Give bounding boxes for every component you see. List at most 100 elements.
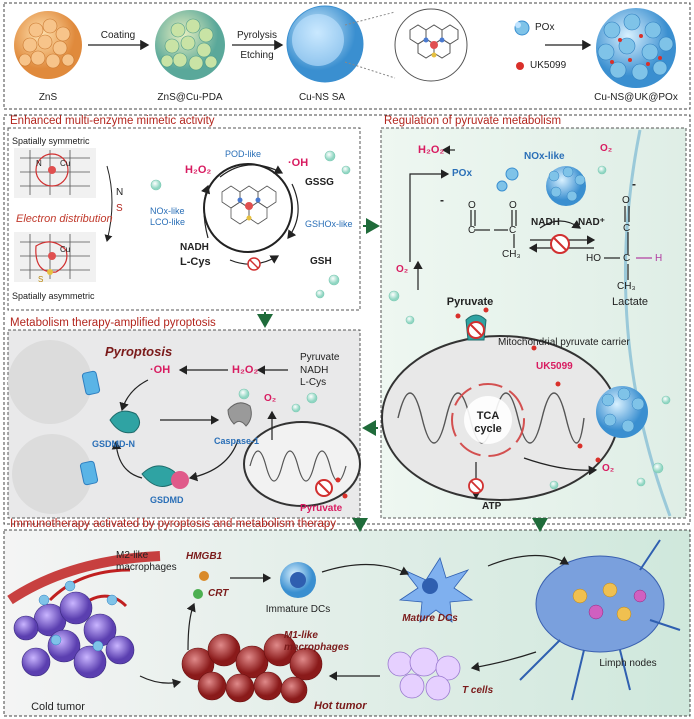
zoom-circle xyxy=(344,8,468,82)
label-lcys: L-Cys xyxy=(180,256,211,268)
title-pyroptosis: Metabolism therapy-amplified pyroptosis xyxy=(10,317,216,329)
cell-top xyxy=(8,340,92,424)
title-pyruvate: Regulation of pyruvate metabolism xyxy=(384,115,562,127)
caspase-to-gsdmd-arrow xyxy=(188,439,239,482)
label-hot: Hot tumor xyxy=(314,700,367,712)
pyr-pyruvate: Pyruvate xyxy=(446,296,494,308)
pyr-carrier: Mitochondrial pyruvate carrier xyxy=(498,337,630,348)
pyr-atom-o1: O xyxy=(468,200,476,211)
zns-cupda-particle xyxy=(155,10,225,80)
pyr-atp: ATP xyxy=(482,501,502,512)
pyr-nox-like: NOx-like xyxy=(524,151,565,162)
enzyme-bubbles xyxy=(150,150,351,299)
cu-ns-sa-particle xyxy=(286,5,364,83)
label-hmgb1: HMGB1 xyxy=(186,551,223,562)
hot-tumor xyxy=(181,633,323,704)
crt-dot xyxy=(193,589,203,599)
immature-dc xyxy=(280,562,316,598)
legend-pox: POx xyxy=(535,22,555,33)
label-zns: ZnS xyxy=(38,92,58,103)
label-tcells: T cells xyxy=(462,685,494,696)
oh-to-gsdmdn-arrow xyxy=(119,379,149,412)
step-etching: Etching xyxy=(240,50,274,61)
dc-to-lymph-arrow xyxy=(487,554,570,567)
nox-nanozyme-icon xyxy=(546,166,586,206)
cold-tumor xyxy=(7,551,161,679)
enzyme-h2o2: H₂O₂ xyxy=(185,164,212,176)
pyr-lactate: Lactate xyxy=(611,296,649,308)
pyr-tca: TCA cycle xyxy=(474,410,502,436)
uk5099-dots xyxy=(455,307,601,463)
cold-to-hot-arrow xyxy=(139,675,182,689)
pod-arrow xyxy=(219,164,284,178)
label-gsdmd: GSDMD xyxy=(150,495,184,505)
atp-inhibit-icon xyxy=(468,478,484,494)
pyruvate-bubbles xyxy=(388,165,671,490)
atom-s-asym: S xyxy=(38,275,44,284)
inhibit-icon xyxy=(247,257,261,271)
pox-legend-icon xyxy=(514,20,530,36)
pore-bottom xyxy=(79,460,99,486)
pyr-nad: NAD⁺ xyxy=(578,217,605,228)
enzyme-cycle-center xyxy=(203,163,293,253)
lactate-structure xyxy=(604,206,652,280)
pyr-h2o2: H₂O₂ xyxy=(418,144,445,156)
pyro-o2: O₂ xyxy=(264,393,277,404)
label-cu-ns-sa: Cu-NS SA xyxy=(298,92,346,103)
hmgb1-dot xyxy=(199,571,209,581)
label-immature: Immature DCs xyxy=(265,604,331,615)
lymph-to-tcell-arrow xyxy=(470,651,537,672)
label-nox-lco: NOx-like LCO-like xyxy=(150,206,186,227)
label-zns-cupda: ZnS@Cu-PDA xyxy=(157,92,223,103)
label-m1: M1-like macrophages xyxy=(284,630,350,653)
tumor-to-signal-arrow xyxy=(186,602,196,651)
label-nadh: NADH xyxy=(180,242,209,253)
mature-dc xyxy=(398,557,474,623)
pyr-o2-top: O₂ xyxy=(600,143,613,154)
label-asymmetric: Spatially asymmetric xyxy=(12,291,95,301)
pyruvate-structure xyxy=(470,210,517,248)
lac-atom-o: O xyxy=(622,195,630,206)
label-pod-like: POD-like xyxy=(225,149,262,159)
pyr-atom-ch3: CH₃ xyxy=(502,249,521,260)
atom-n-sym: N xyxy=(36,159,42,168)
o2-to-pox-arrow xyxy=(409,169,450,262)
pyruvate-carrier xyxy=(465,314,487,341)
label-gssg: GSSG xyxy=(305,177,334,188)
lac-atom-h: H xyxy=(655,253,663,264)
label-mature: Mature DCs xyxy=(402,613,458,624)
label-gsh: GSH xyxy=(310,256,332,267)
gsdmd-n-icon xyxy=(109,410,140,434)
uk5099-legend-dot xyxy=(516,62,524,70)
pyr-atom-c1: C xyxy=(468,225,476,236)
mito-nanozyme-icon xyxy=(596,386,648,438)
atom-cu-sym: Cu xyxy=(60,159,71,168)
dc-maturation-arrow xyxy=(321,563,410,576)
label-n: N xyxy=(116,187,124,198)
zns-particle xyxy=(14,11,82,79)
lac-atom-ho: HO xyxy=(586,253,601,264)
label-pyroptosis: Pyroptosis xyxy=(105,344,173,359)
label-gsdmd-n: GSDMD-N xyxy=(92,439,135,449)
pyr-minus-right: - xyxy=(632,177,636,191)
pyr-nadh: NADH xyxy=(531,217,560,228)
pyro-oh: ·OH xyxy=(150,364,171,376)
pyroptosis-bubbles xyxy=(238,388,318,413)
t-cells xyxy=(387,647,461,701)
pyr-o2-left: O₂ xyxy=(396,264,409,275)
mito-to-o2-arrow xyxy=(523,457,598,476)
label-m2: M2-like macrophages xyxy=(116,550,177,573)
lymph-node xyxy=(519,539,681,701)
pyr-uk5099: UK5099 xyxy=(536,361,573,372)
pyro-h2o2: H₂O₂ xyxy=(232,364,259,376)
ldh-inhibit-icon xyxy=(550,234,570,254)
enzyme-oh: ·OH xyxy=(288,157,309,169)
label-symmetric: Spatially symmetric xyxy=(12,136,90,146)
lac-atom-c1: C xyxy=(623,223,631,234)
synthesis-frame xyxy=(3,2,691,110)
label-caspase: Caspase-1 xyxy=(214,436,260,446)
pyroptosis-dots xyxy=(335,477,348,499)
title-enzyme: Enhanced multi-enzyme mimetic activity xyxy=(10,115,215,127)
pyro-pyruvate: Pyruvate xyxy=(300,503,343,514)
